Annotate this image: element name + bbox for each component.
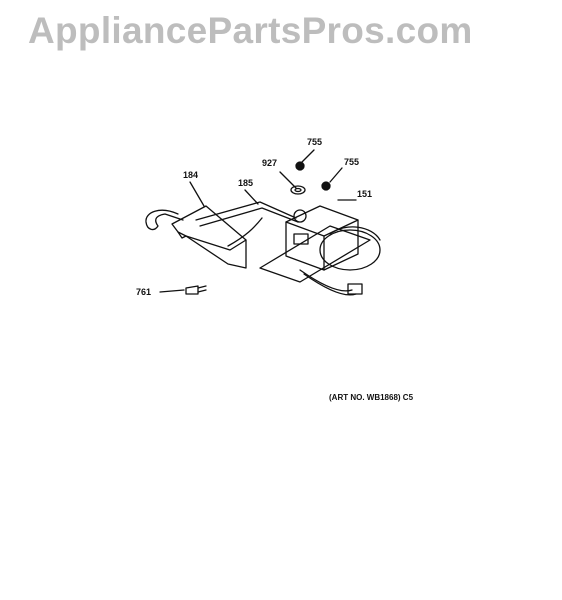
bracket-part-184 — [171, 205, 247, 269]
mounting-plate — [259, 225, 371, 283]
nut-part-755-right — [321, 181, 331, 191]
fan-disc — [319, 229, 381, 271]
screw-part-761 — [185, 285, 199, 295]
arm-part-185 — [195, 201, 297, 221]
callout-755-top: 755 — [307, 137, 323, 147]
callout-185: 185 — [238, 178, 254, 188]
wire-harness — [299, 269, 353, 292]
callout-755-right: 755 — [344, 157, 360, 167]
site-watermark: AppliancePartsPros.com — [28, 10, 473, 51]
callout-184: 184 — [183, 170, 199, 180]
callout-927: 927 — [262, 158, 278, 168]
washer-part-927 — [290, 185, 306, 195]
nut-part-755-top — [295, 161, 305, 171]
hook-part-184 — [145, 209, 184, 231]
callout-761: 761 — [136, 287, 152, 297]
art-number-label: (ART NO. WB1868) C5 — [329, 393, 414, 402]
callout-151: 151 — [357, 189, 373, 199]
